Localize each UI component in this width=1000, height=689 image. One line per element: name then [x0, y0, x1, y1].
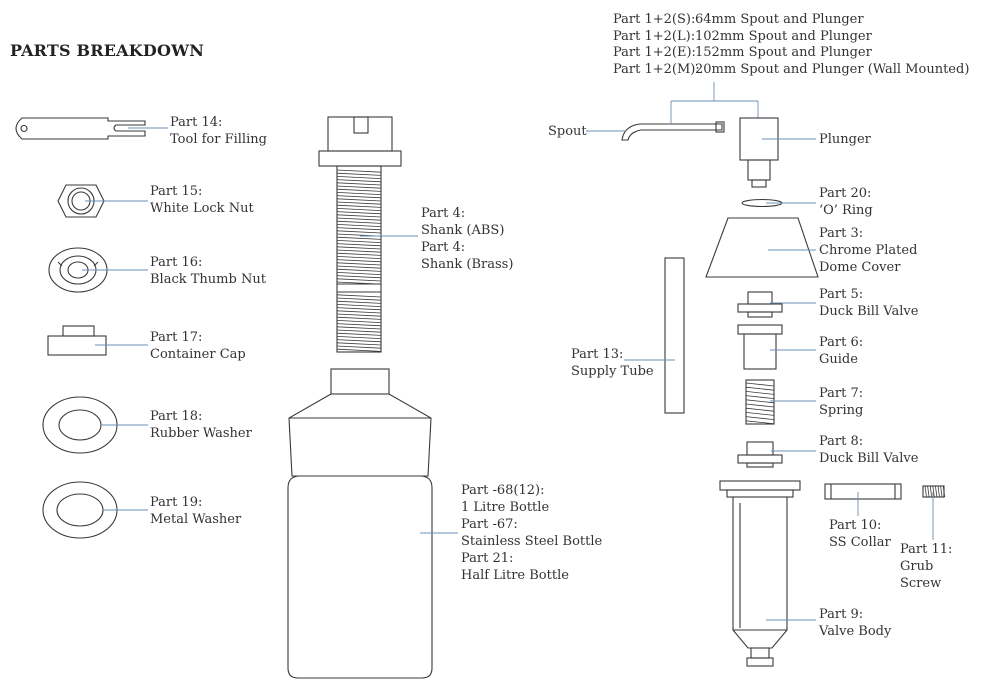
label-part-16: Part 16:Black Thumb Nut: [150, 255, 266, 287]
supply-tube-icon: [664, 257, 685, 414]
bottle-icon: [287, 368, 433, 679]
duck-bill-valve-bottom-icon: [737, 441, 783, 468]
label-part-8: Part 8:Duck Bill Valve: [819, 434, 919, 466]
valve-body-icon: [719, 480, 801, 667]
label-part-7: Part 7:Spring: [819, 386, 864, 418]
label-part-10: Part 10:SS Collar: [829, 518, 891, 550]
container-cap-icon: [47, 325, 107, 356]
plunger-icon: [739, 117, 779, 188]
label-plunger: Plunger: [819, 132, 871, 147]
label-part-17: Part 17:Container Cap: [150, 330, 246, 362]
duck-bill-valve-top-icon: [737, 291, 783, 318]
spring-icon: [745, 379, 775, 425]
label-part-20: Part 20:‘O’ Ring: [819, 186, 873, 218]
shank-icon: [318, 116, 402, 353]
label-spout: Spout: [548, 124, 587, 139]
label-part-19: Part 19:Metal Washer: [150, 495, 242, 527]
spout-icon: [621, 121, 725, 141]
label-part-9: Part 9:Valve Body: [819, 607, 892, 639]
spout-option-e: Part 1+2(E):152mm Spout and Plunger: [613, 45, 872, 60]
dome-cover-icon: [705, 217, 819, 278]
ss-collar-icon: [824, 483, 902, 500]
label-part-4: Part 4:Shank (ABS)Part 4:Shank (Brass): [421, 206, 514, 272]
filling-tool-icon: [15, 117, 146, 140]
label-part-5: Part 5:Duck Bill Valve: [819, 287, 919, 319]
spout-option-s: Part 1+2(S):64mm Spout and Plunger: [613, 12, 864, 27]
label-part-13: Part 13:Supply Tube: [571, 347, 654, 379]
spout-option-m: Part 1+2(M):20mm Spout and Plunger (Wall…: [613, 61, 970, 77]
label-part-6: Part 6:Guide: [819, 335, 864, 367]
label-part-18: Part 18:Rubber Washer: [150, 409, 252, 441]
label-part-14: Part 14:Tool for Filling: [170, 115, 267, 147]
grub-screw-icon: [922, 485, 946, 498]
guide-icon: [737, 324, 783, 370]
spout-option-l: Part 1+2(L):102mm Spout and Plunger: [613, 28, 872, 44]
label-part-15: Part 15:White Lock Nut: [150, 184, 254, 216]
page-title: PARTS BREAKDOWN: [10, 41, 205, 60]
